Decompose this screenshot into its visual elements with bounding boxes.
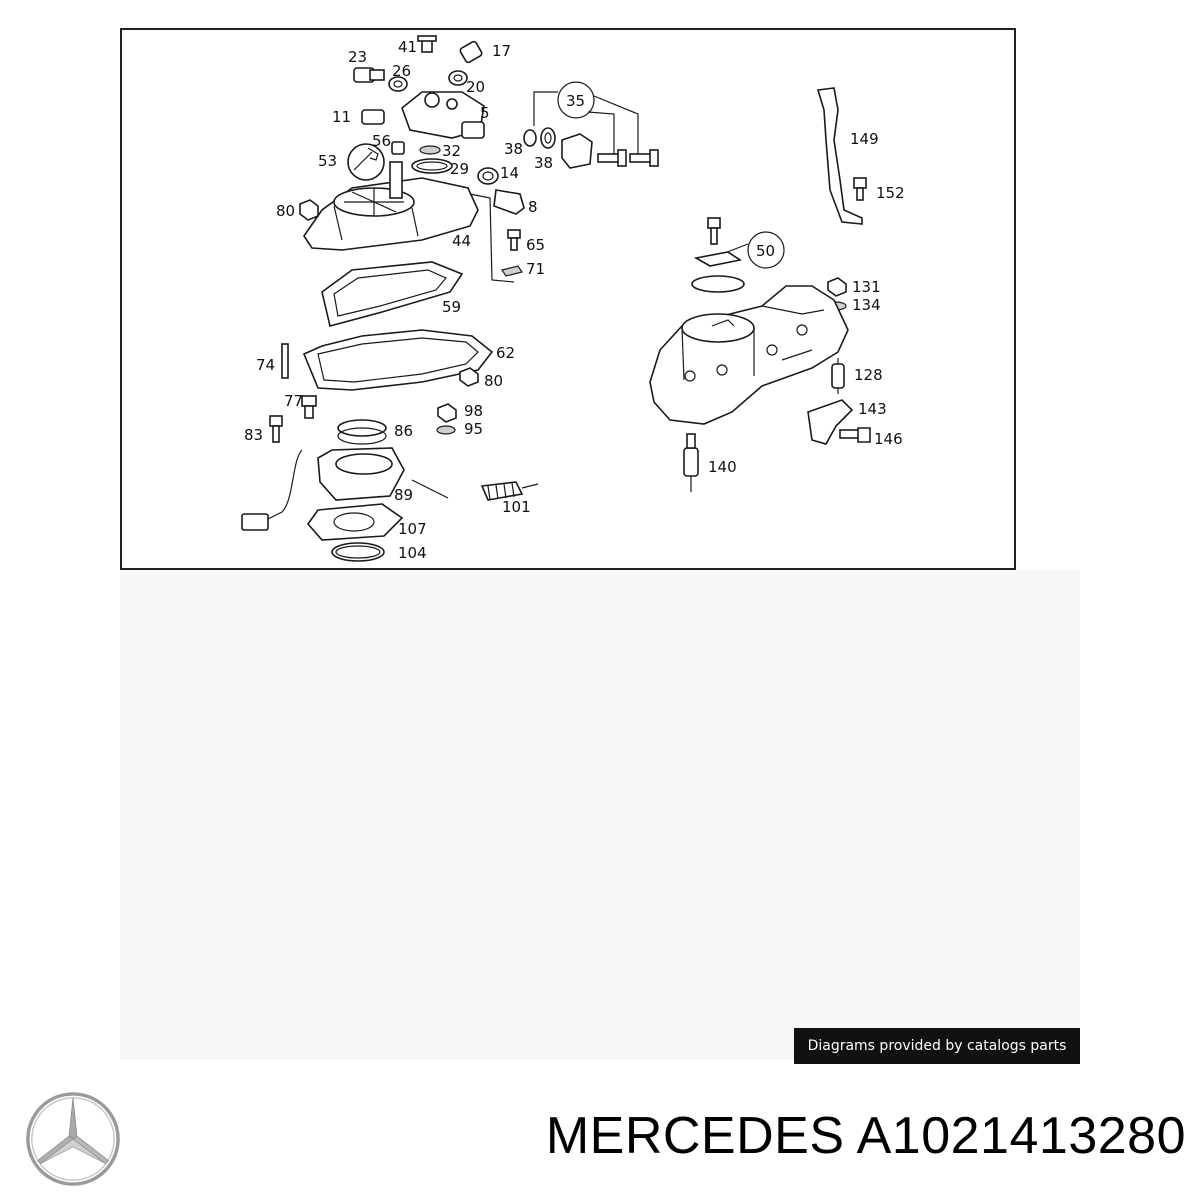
callout-label: 77 <box>284 392 303 410</box>
credit-banner: Diagrams provided by catalogs parts <box>794 1028 1080 1064</box>
callout-label: 140 <box>708 458 737 476</box>
part-number: A1021413280 <box>856 1107 1186 1165</box>
callout-label: 83 <box>244 426 263 444</box>
callout-label: 20 <box>466 78 485 96</box>
fitting-23-nut <box>369 69 385 81</box>
callout-label: 26 <box>392 62 411 80</box>
callout-label: 152 <box>876 184 905 202</box>
callout-label: 8 <box>528 198 538 216</box>
callout-label: 86 <box>394 422 413 440</box>
nut-80b <box>459 367 479 387</box>
bolt-146 <box>839 429 861 439</box>
callout-label: 50 <box>756 242 775 260</box>
callout-label: 56 <box>372 132 391 150</box>
callout-label: 104 <box>398 544 427 562</box>
bolt-65-head <box>507 229 521 239</box>
mercedes-star-logo <box>26 1092 120 1186</box>
callout-label: 149 <box>850 130 879 148</box>
screw-56 <box>391 141 405 155</box>
callout-label: 134 <box>852 296 881 314</box>
exploded-view-drawing: 41 17 23 26 20 11 5 56 32 53 29 14 80 8 … <box>241 35 905 562</box>
part-title: MERCEDES A1021413280 <box>546 1106 1186 1166</box>
callout-label: 23 <box>348 48 367 66</box>
washer-71 <box>501 265 523 277</box>
seal-32 <box>419 145 441 155</box>
ring-14 <box>477 167 499 185</box>
diaphragm-50 <box>691 275 745 293</box>
bolt-50 <box>707 217 721 229</box>
callout-label: 5 <box>480 104 490 122</box>
fitting-11 <box>361 109 385 125</box>
gasket-62 <box>302 329 494 391</box>
callout-label: 14 <box>500 164 519 182</box>
callout-label: 38 <box>504 140 523 158</box>
o-ring-29 <box>411 158 453 174</box>
fitting-17 <box>459 40 483 64</box>
nut-98 <box>437 403 457 423</box>
callout-label: 107 <box>398 520 427 538</box>
callout-label: 44 <box>452 232 471 250</box>
callout-label: 89 <box>394 486 413 504</box>
callout-circle-35 <box>557 81 595 119</box>
callout-label: 32 <box>442 142 461 160</box>
bolt-152 <box>853 177 867 189</box>
washer-50 <box>693 251 743 267</box>
bolt-83 <box>269 415 283 427</box>
callout-label: 95 <box>464 420 483 438</box>
callout-label: 53 <box>318 152 337 170</box>
mount-128 <box>831 363 845 389</box>
screw-a <box>597 153 621 163</box>
callout-label: 38 <box>534 154 553 172</box>
meter-stem <box>389 161 403 199</box>
bolt-77 <box>301 395 317 407</box>
gasket-107 <box>306 503 404 541</box>
screw-b <box>629 153 653 163</box>
parts-diagram: 41 17 23 26 20 11 5 56 32 53 29 14 80 8 … <box>120 28 1016 570</box>
brand-name: MERCEDES <box>545 1107 845 1165</box>
connector <box>241 513 269 531</box>
stud-140 <box>683 447 699 477</box>
callout-label: 131 <box>852 278 881 296</box>
washer-38 <box>523 129 537 147</box>
regulator-body <box>649 285 849 425</box>
bracket-143 <box>807 399 854 445</box>
callout-circle-50 <box>747 231 785 269</box>
bolt-41-head <box>417 35 437 42</box>
left-assembly <box>241 35 539 562</box>
callout-label: 29 <box>450 160 469 178</box>
diagram-backdrop <box>120 570 1080 1060</box>
middle-assembly <box>523 81 659 169</box>
fitting-8 <box>493 189 525 215</box>
callout-label: 71 <box>526 260 545 278</box>
switch-38 <box>561 133 593 169</box>
callout-label: 80 <box>484 372 503 390</box>
callout-label: 65 <box>526 236 545 254</box>
callout-label: 98 <box>464 402 483 420</box>
right-assembly <box>649 87 871 492</box>
bracket-149 <box>816 87 863 225</box>
bolt-65 <box>510 237 518 251</box>
nut-131 <box>827 277 847 297</box>
callout-label: 74 <box>256 356 275 374</box>
callout-label: 41 <box>398 38 417 56</box>
callout-label: 146 <box>874 430 903 448</box>
callout-label: 17 <box>492 42 511 60</box>
nut-80 <box>299 199 319 221</box>
callout-label: 101 <box>502 498 531 516</box>
callout-label: 143 <box>858 400 887 418</box>
callout-label: 128 <box>854 366 883 384</box>
callout-labels: 41 17 23 26 20 11 5 56 32 53 29 14 80 8 … <box>244 38 905 562</box>
stud-74 <box>281 343 289 379</box>
washer-95 <box>436 425 456 435</box>
callout-label: 62 <box>496 344 515 362</box>
ring-38 <box>540 127 556 149</box>
callout-label: 11 <box>332 108 351 126</box>
ring-26 <box>388 76 408 92</box>
callout-label: 59 <box>442 298 461 316</box>
callout-label: 35 <box>566 92 585 110</box>
boot-59 <box>321 261 464 327</box>
ring-20 <box>448 70 468 86</box>
callout-label: 80 <box>276 202 295 220</box>
tool-53 <box>347 143 385 181</box>
